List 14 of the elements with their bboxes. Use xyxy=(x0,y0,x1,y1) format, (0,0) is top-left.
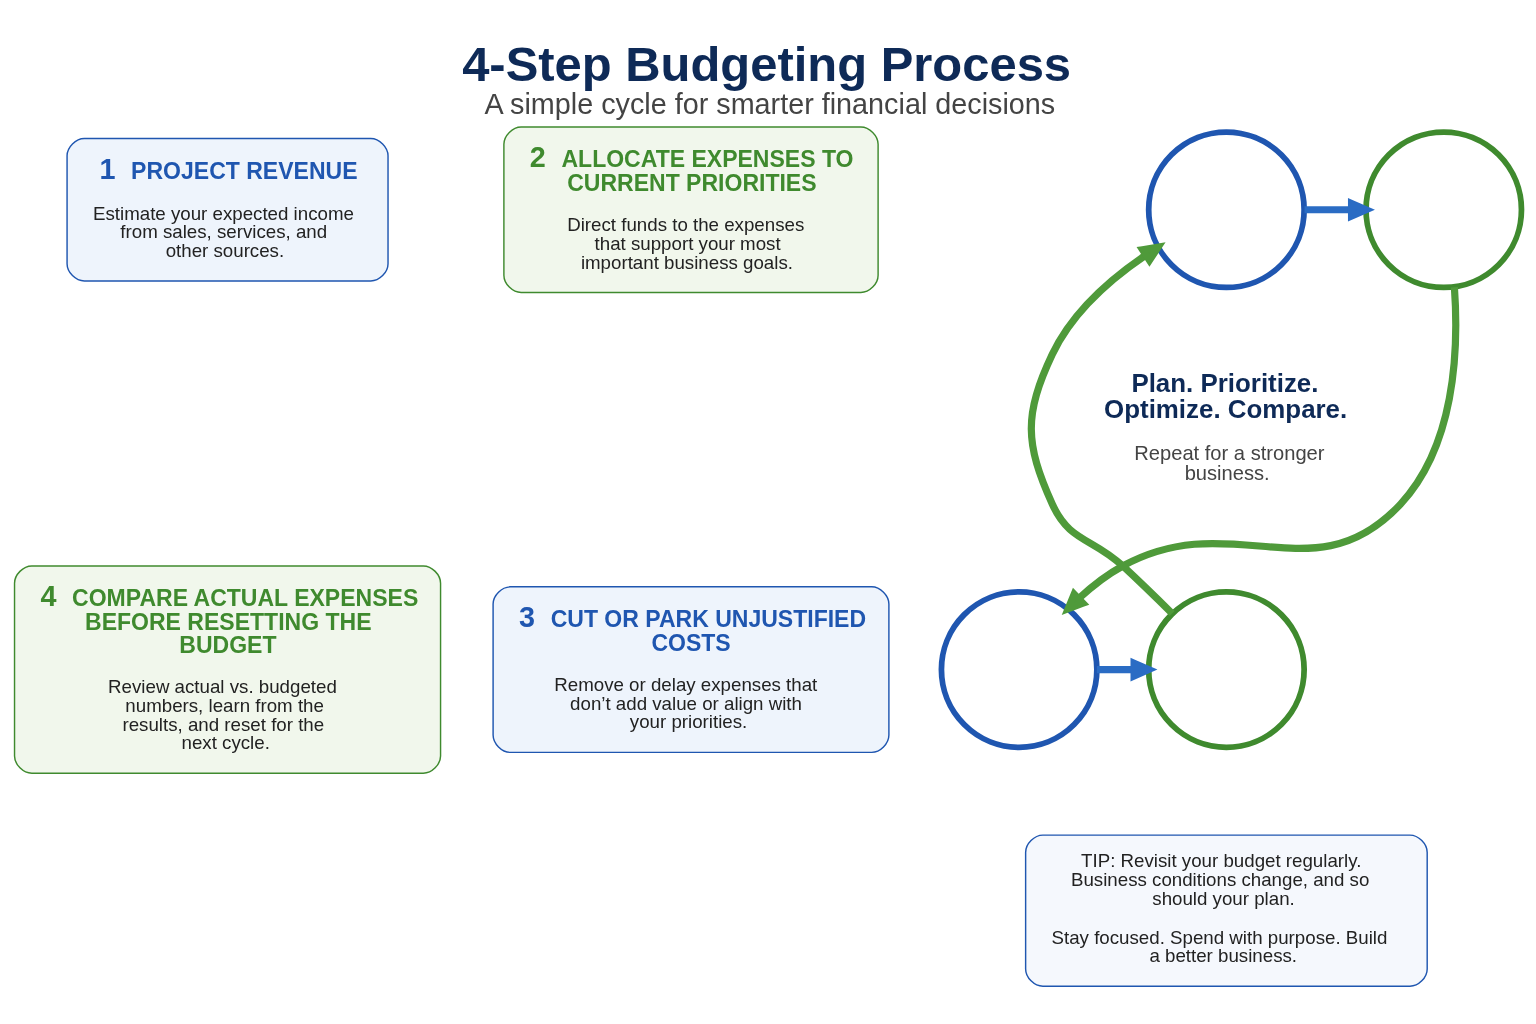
arrow xyxy=(1027,242,1175,617)
arrow xyxy=(1096,657,1158,682)
node-circle xyxy=(1363,129,1525,291)
arrow xyxy=(1304,197,1375,222)
diagram-title: 4-Step Budgeting Process xyxy=(462,37,1072,92)
node-circle xyxy=(1145,589,1307,751)
node-box: 4 COMPARE ACTUAL EXPENSES BEFORE RESETTING THE BUDGET Review actual vs. budgeted numbers, learn from the results, and reset for the next cycle. xyxy=(13,565,442,774)
node-box: 2 ALLOCATE EXPENSES TO CURRENT PRIORITIES Direct funds to the expenses that support your most important business goals. xyxy=(503,126,879,294)
arrow xyxy=(1061,287,1460,615)
node-text: Plan. Prioritize. Optimize. Compare. Repeat for a stronger business. xyxy=(1104,369,1348,484)
node-box: 1 PROJECT REVENUE Estimate your expected income from sales, services, and other sources. xyxy=(66,137,389,282)
node-box: 3 CUT OR PARK UNJUSTIFIED COSTS Remove or delay expenses that don’t add value or align with your priorities. xyxy=(492,586,890,754)
node-box: TIP: Revisit your budget regularly. Business conditions change, and so should your plan. Stay focused. Spend with purpose. Build a better business. xyxy=(1024,834,1428,987)
node-circle xyxy=(1145,129,1307,291)
